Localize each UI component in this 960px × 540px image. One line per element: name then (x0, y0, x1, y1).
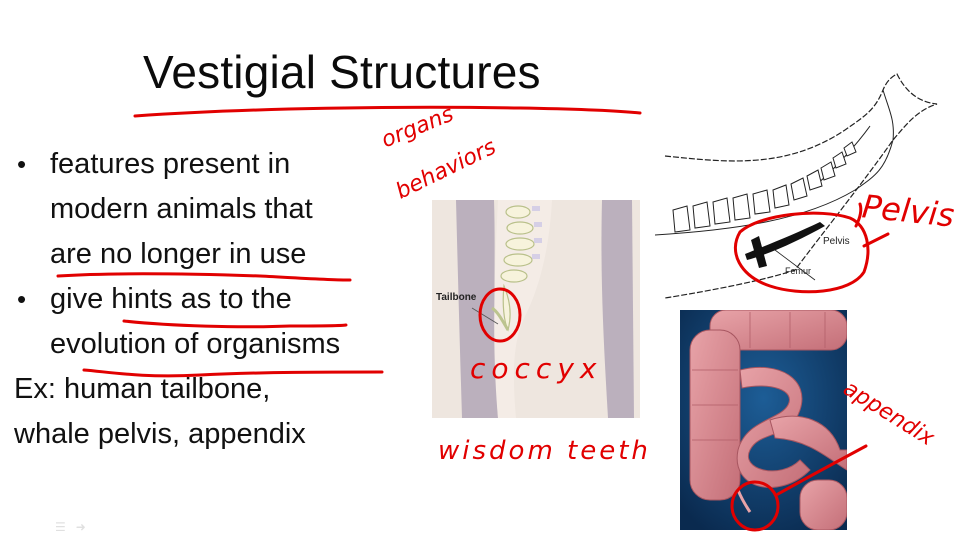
title-underline (133, 105, 642, 118)
tailbone-illustration: Tailbone (432, 200, 640, 418)
annotation-organs: organs (378, 101, 458, 154)
bullet-list: • features present in modern animals tha… (14, 142, 414, 457)
example-line: Ex: human tailbone, (14, 373, 271, 405)
bullet-text-line: are no longer in use (50, 238, 307, 270)
pointer-icon[interactable]: ➜ (75, 520, 86, 534)
slide-title: Vestigial Structures (143, 46, 541, 98)
annotation-wisdom-teeth: wisdom teeth (438, 436, 651, 466)
menu-icon[interactable]: ☰ (55, 520, 66, 534)
example-line: whale pelvis, appendix (14, 418, 306, 450)
annotation-appendix: appendix (838, 376, 939, 452)
bullet-text-line: evolution of organisms (50, 328, 341, 360)
bullet-item-1: • features present in modern animals tha… (14, 142, 414, 277)
femur-label: Femur (785, 266, 812, 276)
pelvis-label: Pelvis (823, 236, 850, 247)
intestine-drawing-icon (680, 310, 847, 530)
bullet-text-line: modern animals that (50, 193, 313, 225)
bullet-text-line: give hints as to the (50, 283, 292, 315)
player-controls: ☰ ➜ (55, 520, 86, 534)
bullet-item-2: • give hints as to the evolution of orga… (14, 277, 414, 367)
intestine-illustration (680, 310, 847, 530)
bullet-dot-icon: • (17, 284, 27, 314)
annotation-coccyx: coccyx (470, 352, 603, 385)
bullet-text-line: features present in (50, 148, 291, 180)
whale-illustration: Pelvis Femur (655, 70, 960, 300)
tailbone-drawing-icon (432, 200, 640, 418)
tailbone-label: Tailbone (436, 292, 477, 303)
bullet-dot-icon: • (17, 149, 27, 179)
